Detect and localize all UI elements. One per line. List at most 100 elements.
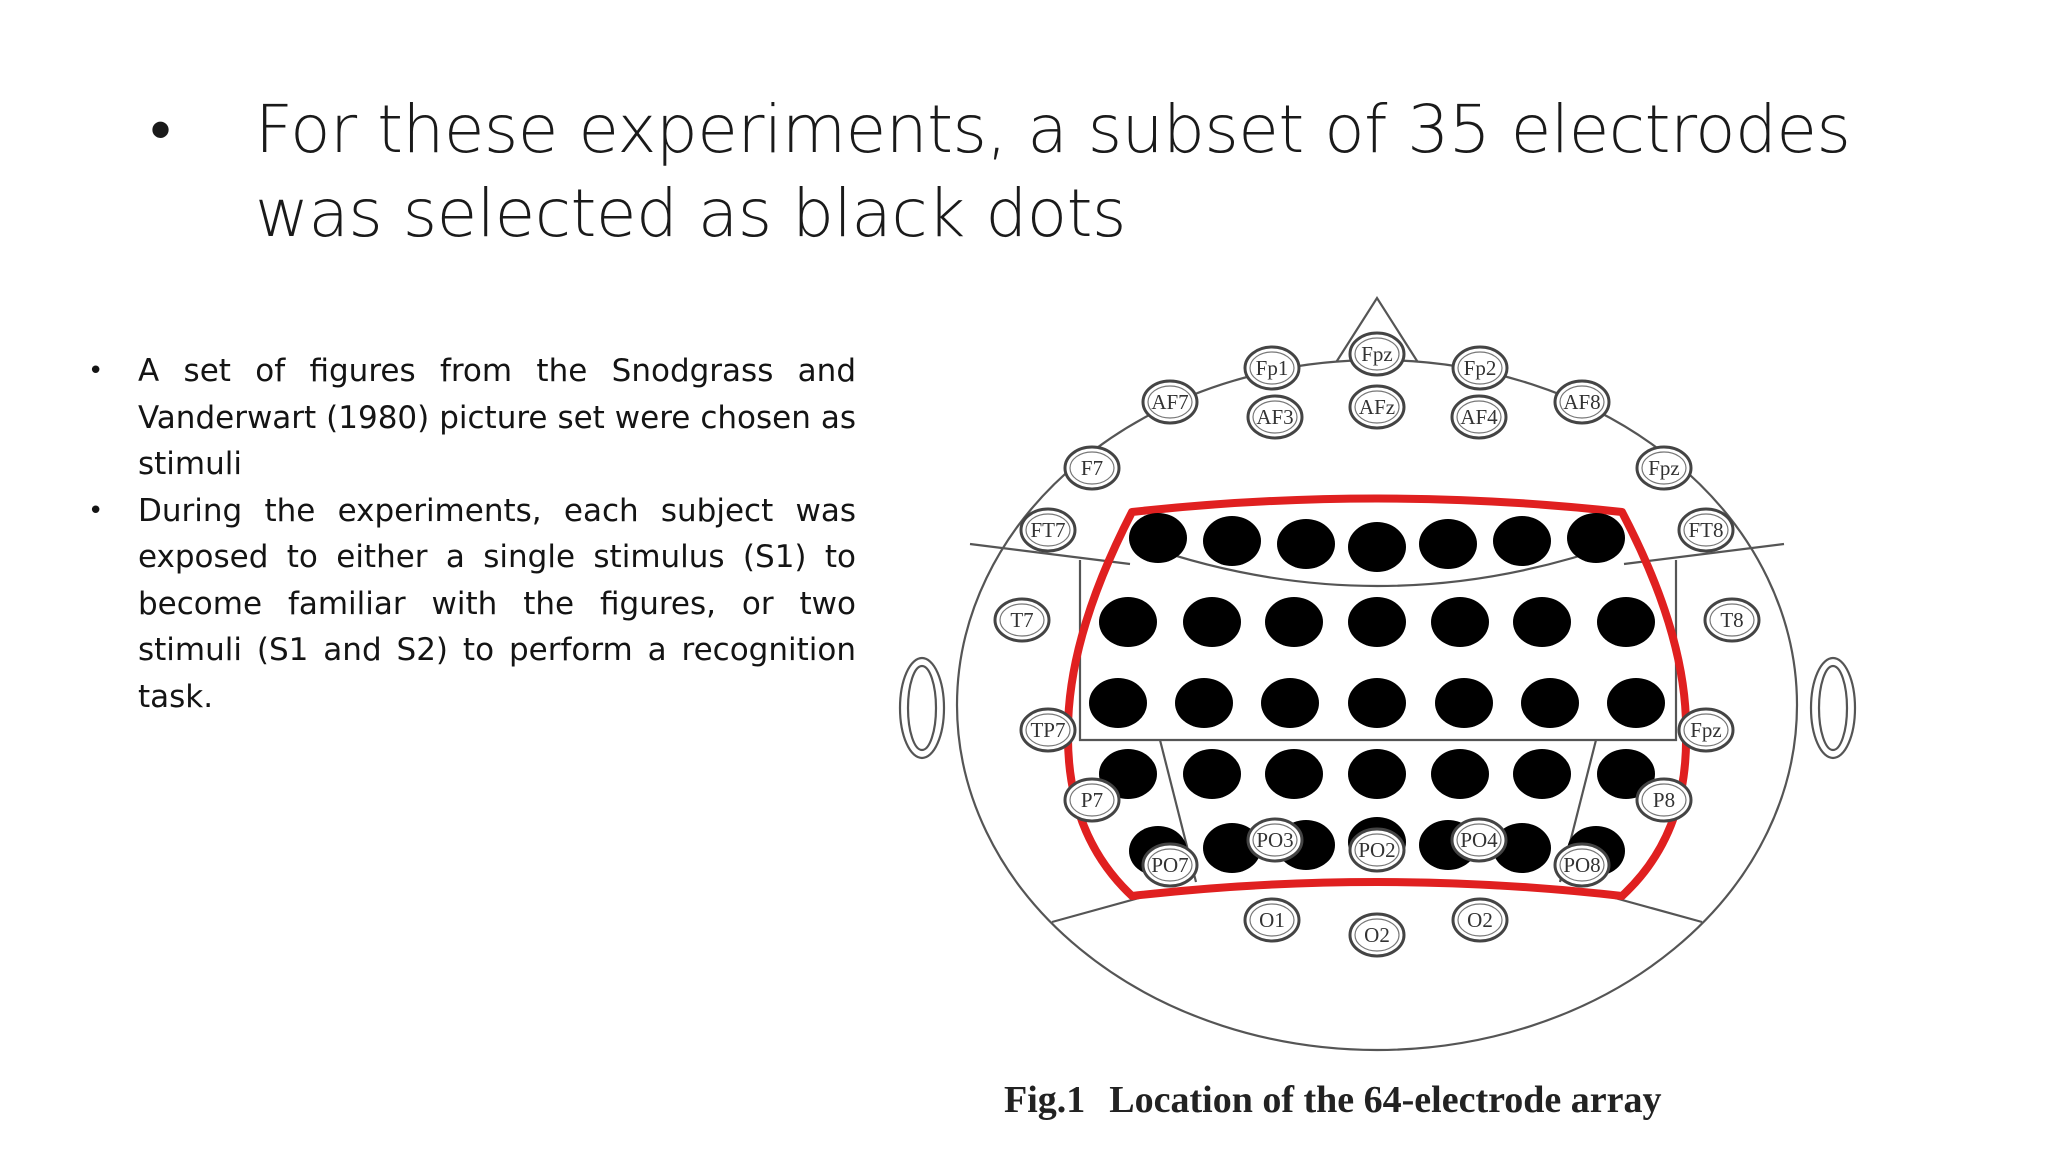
electrode-ring xyxy=(1677,707,1735,753)
electrode-ring-inner xyxy=(1354,390,1400,424)
selected-dot-r2-c1 xyxy=(1099,597,1157,647)
electrode-ring-inner xyxy=(1709,603,1755,637)
selected-dot-r1-c3 xyxy=(1277,519,1335,569)
selected-dot-r2-c5 xyxy=(1431,597,1489,647)
electrode-fp2-2: Fp2 xyxy=(1451,345,1509,391)
figure-caption-text: Location of the 64-electrode array xyxy=(1109,1079,1662,1121)
electrode-label: FT7 xyxy=(1030,518,1065,542)
electrode-ring-inner xyxy=(1249,903,1295,937)
electrode-po4-21: PO4 xyxy=(1450,817,1508,863)
electrode-ring xyxy=(1348,827,1406,873)
electrode-label: Fpz xyxy=(1690,718,1722,742)
electrode-label: O2 xyxy=(1467,908,1493,932)
electrode-label: P8 xyxy=(1653,788,1675,812)
electrode-ring xyxy=(1246,817,1304,863)
selected-dot-r3-c2 xyxy=(1175,678,1233,728)
electrode-ring xyxy=(1019,507,1077,553)
electrode-ring-inner xyxy=(1025,513,1071,547)
electrode-ring xyxy=(1635,445,1693,491)
electrode-ring-inner xyxy=(999,603,1045,637)
electrode-label: AFz xyxy=(1359,395,1395,419)
electrode-label: T7 xyxy=(1010,608,1033,632)
electrode-label: PO4 xyxy=(1460,828,1498,852)
electrode-label: Fp2 xyxy=(1464,356,1497,380)
selected-dot-r2-c4 xyxy=(1348,597,1406,647)
electrode-af3-4: AF3 xyxy=(1246,394,1304,440)
electrode-ft7-10: FT7 xyxy=(1019,507,1077,553)
electrode-ring-inner xyxy=(1457,351,1503,385)
divider-upper-right xyxy=(1623,542,1785,566)
electrode-ring xyxy=(1635,777,1693,823)
slide-title-list: For these experiments, a subset of 35 el… xyxy=(150,88,1990,256)
selected-dot-r4-c2 xyxy=(1183,749,1241,799)
selected-dot-r2-c3 xyxy=(1265,597,1323,647)
electrode-ring xyxy=(1451,345,1509,391)
electrode-ring-inner xyxy=(1457,903,1503,937)
right-ear-inner xyxy=(1817,664,1849,752)
selected-dot-r1-c4 xyxy=(1348,522,1406,572)
electrode-ring xyxy=(1703,597,1761,643)
electrode-label: P7 xyxy=(1081,788,1103,812)
electrode-t7-12: T7 xyxy=(993,597,1051,643)
electrode-ring xyxy=(1451,897,1509,943)
electrode-ring xyxy=(1677,507,1735,553)
electrode-afz-5: AFz xyxy=(1348,384,1406,430)
selected-dot-r5-c6 xyxy=(1493,823,1551,873)
electrode-ring-inner xyxy=(1456,400,1502,434)
selected-dot-r2-c7 xyxy=(1597,597,1655,647)
bullet-procedure: During the experiments, each subject was… xyxy=(86,488,856,721)
electrode-f7-8: F7 xyxy=(1063,445,1121,491)
electrode-label: PO3 xyxy=(1256,828,1293,852)
divider-upper-left xyxy=(969,542,1131,566)
selected-dot-r1-c2 xyxy=(1203,516,1261,566)
electrode-ring-inner xyxy=(1252,823,1298,857)
electrode-fpz-15: Fpz xyxy=(1677,707,1735,753)
electrode-p7-16: P7 xyxy=(1063,777,1121,823)
electrode-po8-22: PO8 xyxy=(1553,842,1611,888)
electrode-label: Fp1 xyxy=(1256,356,1289,380)
electrode-fp1-1: Fp1 xyxy=(1243,345,1301,391)
electrode-ring xyxy=(1019,707,1077,753)
electrode-ring-inner xyxy=(1354,918,1400,952)
electrode-ring xyxy=(1553,842,1611,888)
electrode-tp7-14: TP7 xyxy=(1019,707,1077,753)
electrode-ring xyxy=(1243,897,1301,943)
electrode-ring xyxy=(1246,394,1304,440)
electrode-label: FT8 xyxy=(1688,518,1723,542)
electrode-ring xyxy=(1348,384,1406,430)
electrode-ring-inner xyxy=(1559,385,1605,419)
electrode-af7-3: AF7 xyxy=(1141,379,1199,425)
electrode-label: AF8 xyxy=(1563,390,1600,414)
electrode-ring-inner xyxy=(1683,513,1729,547)
electrode-ring xyxy=(1141,379,1199,425)
selected-electrode-dots xyxy=(1089,513,1665,876)
selected-dot-r3-c5 xyxy=(1435,678,1493,728)
electrode-label: AF3 xyxy=(1256,405,1293,429)
electrode-ring xyxy=(1348,331,1406,377)
selected-dot-r4-c5 xyxy=(1431,749,1489,799)
electrode-af4-6: AF4 xyxy=(1450,394,1508,440)
selected-dot-r2-c2 xyxy=(1183,597,1241,647)
left-ear xyxy=(898,656,946,760)
electrode-o1-23: O1 xyxy=(1243,897,1301,943)
electrode-label: TP7 xyxy=(1030,718,1065,742)
electrode-ft8-11: FT8 xyxy=(1677,507,1735,553)
electrode-ring-inner xyxy=(1147,385,1193,419)
selected-dot-r5-c2 xyxy=(1203,823,1261,873)
electrode-af8-7: AF8 xyxy=(1553,379,1611,425)
electrode-ring-inner xyxy=(1354,337,1400,371)
electrode-po3-19: PO3 xyxy=(1246,817,1304,863)
electrode-ring xyxy=(993,597,1051,643)
electrode-po7-18: PO7 xyxy=(1141,842,1199,888)
electrode-label: Fpz xyxy=(1648,456,1680,480)
electrode-ring xyxy=(1450,394,1508,440)
electrode-label: PO8 xyxy=(1563,853,1600,877)
electrode-ring-inner xyxy=(1069,783,1115,817)
electrode-label: T8 xyxy=(1720,608,1743,632)
electrode-ring xyxy=(1553,379,1611,425)
electrode-ring-inner xyxy=(1456,823,1502,857)
electrode-label: PO7 xyxy=(1151,853,1188,877)
